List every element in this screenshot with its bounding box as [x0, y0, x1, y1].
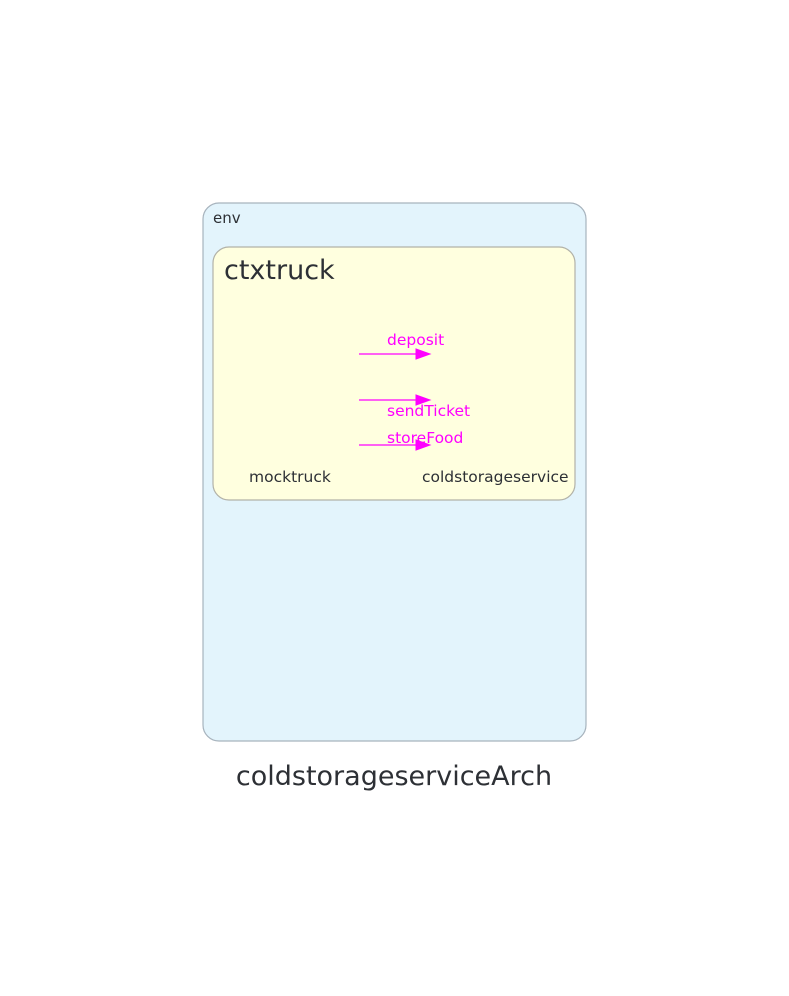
- edge-sendticket: sendTicket: [359, 394, 470, 420]
- cluster-context-label: ctxtruck: [224, 255, 335, 286]
- cluster-context-box: [212, 246, 576, 501]
- edge-deposit: deposit: [359, 331, 444, 360]
- cluster-env-label: env: [213, 209, 241, 227]
- edge-sendticket-label: sendTicket: [387, 402, 470, 420]
- edge-deposit-label: deposit: [387, 331, 444, 349]
- edge-sendticket-arrowhead: [415, 394, 432, 406]
- node-coldstorageservice-label: coldstorageservice: [422, 468, 569, 486]
- edge-storefood-label: storeFood: [387, 429, 463, 447]
- diagram-title: coldstorageserviceArch: [236, 761, 552, 792]
- cluster-context: ctxtruck: [212, 246, 576, 501]
- edge-storefood-arrowhead: [415, 439, 432, 451]
- edge-storefood: storeFood: [359, 429, 463, 451]
- node-mocktruck-label: mocktruck: [249, 468, 331, 486]
- edge-deposit-arrowhead: [415, 348, 432, 360]
